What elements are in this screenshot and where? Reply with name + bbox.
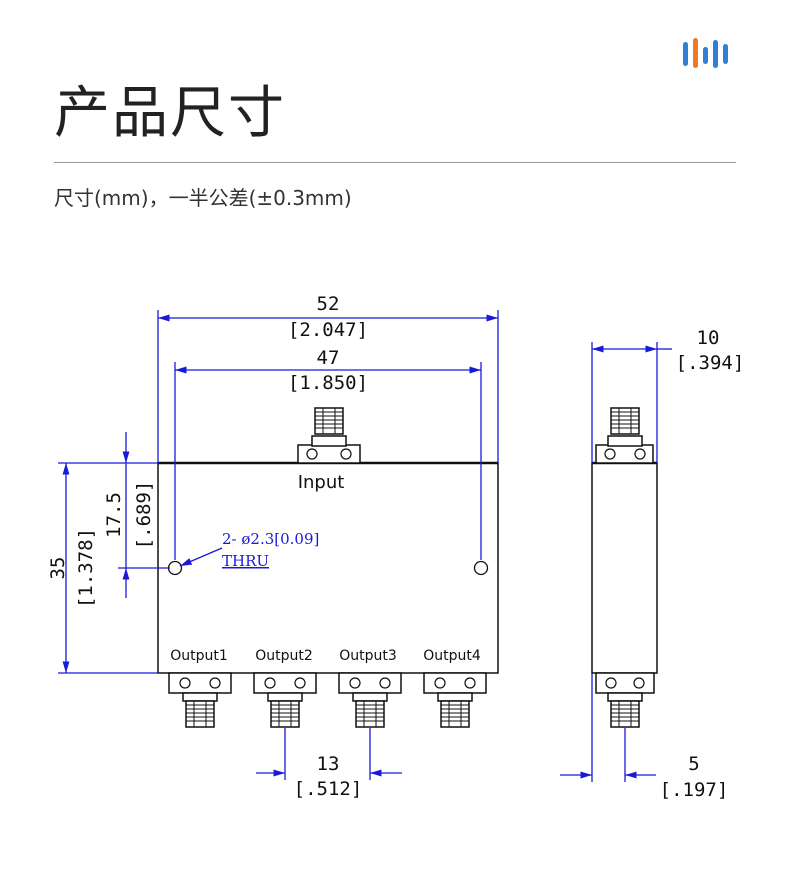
output-connector-3 xyxy=(338,672,402,728)
dimension-overall-width xyxy=(157,310,499,463)
dim-10-mm: 10 xyxy=(697,327,720,349)
hole-callout-leader xyxy=(179,547,223,567)
side-body-outline xyxy=(591,462,658,674)
output-label-1: Output1 xyxy=(170,648,228,664)
dim-13-mm: 13 xyxy=(317,753,340,775)
dimension-height xyxy=(58,462,158,674)
input-connector xyxy=(297,407,361,464)
side-view: 10 [.394] 5 [.197] xyxy=(560,327,744,801)
dimension-connector-offset xyxy=(560,673,656,782)
dimension-hole-height xyxy=(118,432,170,598)
dimension-connector-pitch xyxy=(256,728,402,780)
dimension-hole-spacing xyxy=(174,362,482,560)
output-connector-1 xyxy=(168,672,232,728)
dim-47-in: [1.850] xyxy=(288,372,368,394)
output-label-4: Output4 xyxy=(423,648,481,664)
dim-47-mm: 47 xyxy=(317,347,340,369)
front-view: Input Output1 Output2 Output3 Output4 xyxy=(47,293,499,800)
dimension-note: 尺寸(mm)，一半公差(±0.3mm) xyxy=(54,186,352,210)
dim-52-in: [2.047] xyxy=(288,319,368,341)
dim-5-in: [.197] xyxy=(660,779,729,801)
side-input-connector xyxy=(595,407,654,464)
dim-52-mm: 52 xyxy=(317,293,340,315)
mounting-hole-left xyxy=(167,560,183,576)
hole-note-size: 2- ø2.3[0.09] xyxy=(222,530,319,548)
side-output-connector xyxy=(595,672,655,728)
input-label: Input xyxy=(298,472,345,493)
hole-note-thru: THRU xyxy=(222,552,269,570)
mounting-hole-right xyxy=(473,560,489,576)
dim-17-5-in: [.689] xyxy=(133,481,155,550)
output-label-2: Output2 xyxy=(255,648,313,664)
output-connector-2 xyxy=(253,672,317,728)
dim-10-in: [.394] xyxy=(676,352,745,374)
dim-35-mm: 35 xyxy=(47,557,69,580)
page-title: 产品尺寸 xyxy=(54,81,286,146)
output-label-3: Output3 xyxy=(339,648,397,664)
dim-5-mm: 5 xyxy=(688,753,699,775)
brand-logo-icon xyxy=(683,38,728,68)
front-body-outline xyxy=(157,462,499,674)
dim-17-5-mm: 17.5 xyxy=(103,492,125,538)
output-connector-4 xyxy=(423,672,487,728)
title-divider xyxy=(54,162,736,163)
dim-13-in: [.512] xyxy=(294,778,363,800)
dimension-thickness xyxy=(591,342,672,463)
dim-35-in: [1.378] xyxy=(75,528,97,608)
